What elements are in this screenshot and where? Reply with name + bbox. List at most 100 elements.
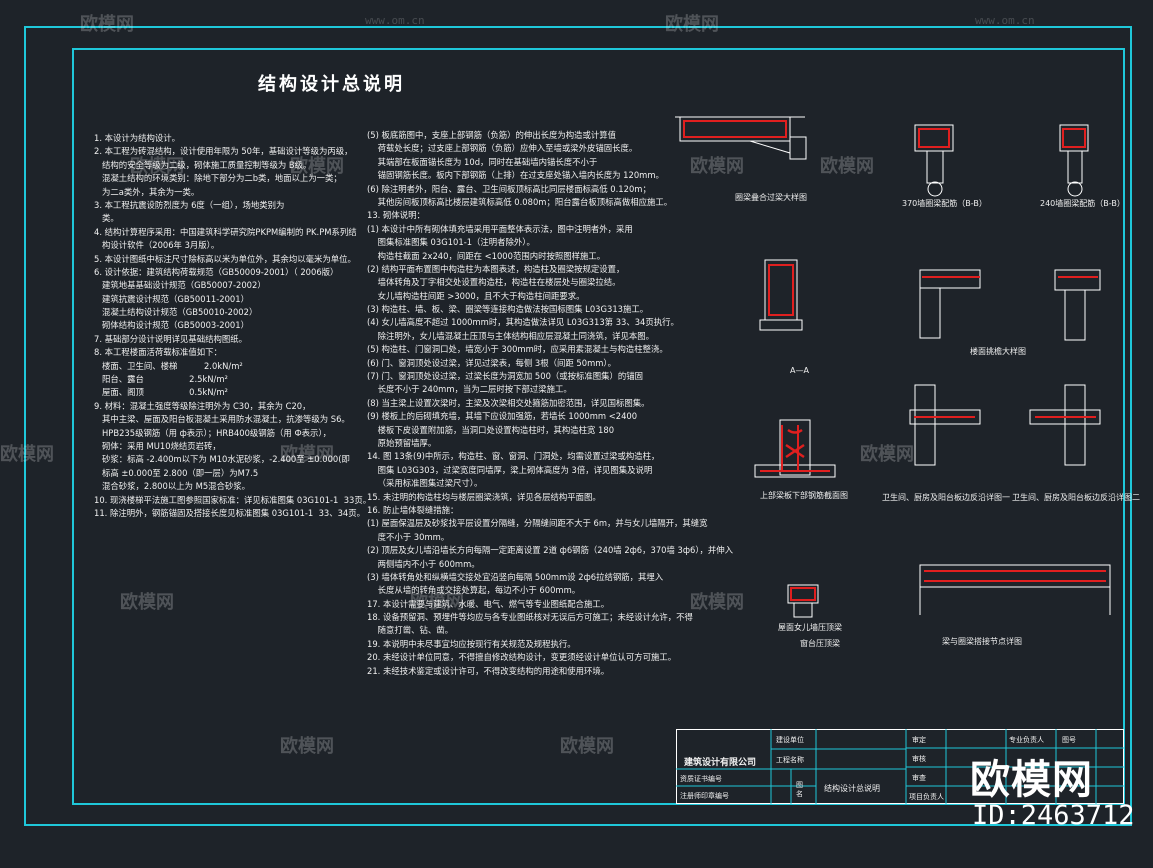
tb-label-client: 建设单位 bbox=[776, 736, 804, 744]
tb-drawing-name: 结构设计总说明 bbox=[824, 784, 880, 793]
detail-label: 屋面女儿墙压顶梁 bbox=[778, 623, 842, 632]
tb-label-license: 资质证书编号 bbox=[680, 775, 722, 783]
note-line: 14. 图 13条(9)中所示，构造柱、窗、窗洞、门洞处，均需设置过梁或构造柱， bbox=[367, 451, 660, 462]
note-line: 砌体结构设计规范（GB50003-2001） bbox=[94, 320, 249, 331]
drawing-inner-frame bbox=[72, 48, 1125, 805]
detail-drawings bbox=[675, 116, 1111, 618]
detail-label: 370墙圈梁配筋（B-B） bbox=[902, 199, 987, 208]
note-line: 8. 本工程楼面活荷载标准值如下： bbox=[94, 347, 222, 358]
watermark-brand: 欧模网 bbox=[860, 444, 914, 465]
note-line: 5. 本设计图纸中标注尺寸除标高以米为单位外，其余均以毫米为单位。 bbox=[94, 253, 356, 264]
note-line: 3. 本工程抗震设防烈度为 6度（一组），场地类别为 bbox=[94, 199, 285, 210]
drawing-outer-frame bbox=[24, 26, 1132, 826]
title-block: 建筑设计有限公司 建设单位 工程名称 资质证书编号 注册师印章编号 图名 结构设… bbox=[676, 729, 1124, 804]
note-line: 11. 除注明外，钢筋锚固及搭接长度见标准图集 03G101-1 33、34页。 bbox=[94, 507, 366, 518]
tb-sign-approve: 审定 bbox=[912, 736, 926, 744]
note-line: 建筑抗震设计规范（GB50011-2001） bbox=[94, 293, 249, 304]
tb-sign-pm: 项目负责人 bbox=[909, 793, 944, 801]
note-line: 女儿墙构造柱间距 >3000，且不大于构造柱间距要求。 bbox=[367, 290, 585, 301]
watermark-url: www.om.cn bbox=[365, 14, 425, 27]
detail-label: A—A bbox=[790, 366, 809, 375]
note-line: 随意打凿、钻、凿。 bbox=[367, 625, 454, 636]
note-line: 建筑地基基础设计规范（GB50007-2002） bbox=[94, 280, 266, 291]
detail-label: 梁与圈梁搭接节点详图 bbox=[942, 637, 1022, 646]
note-line: (1) 本设计中所有砌体填充墙采用平面整体表示法，图中注明者外，采用 bbox=[367, 223, 633, 234]
note-line: (3) 墙体转角处和纵横墙交接处宜沿竖向每隔 500mm设 2ф6拉结钢筋，其埋… bbox=[367, 571, 664, 582]
detail-label: 卫生间、厨房及阳台板边反沿详图一 bbox=[882, 493, 1010, 502]
note-line: 阳台、露台 2.5kN/m² bbox=[94, 374, 228, 385]
note-line: 砂浆：标高 -2.400m以下为 M10水泥砂浆，-2.400至 ±0.000(… bbox=[94, 454, 350, 465]
note-line: (5) 板底筋图中，支座上部钢筋（负筋）的伸出长度为构造或计算值 bbox=[367, 130, 617, 140]
note-line: 17. 本设计需要与建筑、水暖、电气、燃气等专业图纸配合施工。 bbox=[367, 598, 610, 609]
note-line: 除注明外，女儿墙混凝土压顶与主体结构相应层混凝土同浇筑，详见本图。 bbox=[367, 330, 655, 341]
note-line: 混凝土结构的环境类别：除地下部分为二b类，地面以上为一类； bbox=[94, 173, 342, 184]
note-line: (9) 楼板上的后砌填充墙，其墙下应设加强筋，若墙长 1000mm <2400 bbox=[367, 411, 638, 422]
note-line: 为二a类外，其余为一类。 bbox=[94, 186, 200, 197]
note-line: 屋面、阁顶 0.5kN/m² bbox=[94, 387, 228, 398]
note-line: 10. 现浇楼梯平法施工图参照国家标准：详见标准图集 03G101-1 33页。 bbox=[94, 494, 372, 505]
note-line: 13. 砌体说明： bbox=[367, 210, 425, 221]
watermark-brand: 欧模网 bbox=[690, 592, 744, 613]
tb-sign-review: 审查 bbox=[912, 774, 926, 782]
note-line: 楼面、卫生间、楼梯 2.0kN/m² bbox=[94, 360, 243, 371]
note-line: 混凝土结构设计规范（GB50010-2002） bbox=[94, 307, 258, 318]
note-line: (2) 结构平面布置图中构造柱为本图表述，构造柱及圈梁按规定设置， bbox=[367, 263, 625, 274]
note-line: 其他房间板顶标高比楼层建筑标高低 0.080m；阳台露台板顶标高做相应施工。 bbox=[367, 196, 673, 207]
note-line: 其端部在板面锚长度为 10d，同时在基础墙内锚长度不小于 bbox=[367, 156, 598, 167]
watermark-brand: 欧模网 bbox=[0, 444, 54, 465]
note-line: 4. 结构计算程序采用：中国建筑科学研究院PKPM编制的 PK.PM系列结 bbox=[94, 226, 357, 237]
note-line: 构设计软件（2006年 3月版）。 bbox=[94, 240, 220, 251]
note-line: 长度从墙的转角或交接处算起，每边不小于 600mm。 bbox=[367, 585, 581, 596]
note-line: 1. 本设计为结构设计。 bbox=[94, 133, 181, 143]
tb-label-sheet-no: 图号 bbox=[1062, 736, 1076, 744]
note-line: 图集标准图集 03G101-1（注明者除外）。 bbox=[367, 237, 535, 248]
detail-label: 窗台压顶梁 bbox=[800, 639, 840, 648]
note-line: 楼板下皮设置附加筋，当洞口处设置构造柱时，其构造柱宽 180 bbox=[367, 424, 615, 435]
note-line: 度不小于 30mm。 bbox=[367, 531, 450, 542]
note-line: 18. 设备预留洞、预埋件等均应与各专业图纸核对无误后方可施工；未经设计允许，不… bbox=[367, 612, 693, 623]
company-name: 建筑设计有限公司 bbox=[684, 758, 757, 768]
brand-watermark-logo: 欧模网 bbox=[970, 757, 1093, 803]
note-line: 其中主梁、屋面及阳台板混凝土采用防水混凝土，抗渗等级为 S6。 bbox=[94, 414, 350, 425]
watermark-brand: 欧模网 bbox=[280, 444, 334, 465]
detail-label: 圈梁叠合过梁大样图 bbox=[735, 193, 807, 202]
note-line: 结构的安全等级为二级，砌体施工质量控制等级为 B级。 bbox=[94, 159, 312, 170]
detail-label: 上部梁板下部钢筋截面图 bbox=[760, 491, 848, 500]
tb-label-seal: 注册师印章编号 bbox=[680, 792, 729, 800]
tb-sign-check: 审核 bbox=[912, 755, 926, 763]
note-line: 构造柱截面 2x240，间距在 <1000范围内时按照图样施工。 bbox=[367, 250, 606, 261]
note-line: (8) 当主梁上设置次梁时，主梁及次梁相交处箍筋加密范围，详见国标图集。 bbox=[367, 397, 650, 408]
note-line: 16. 防止墙体裂缝措施： bbox=[367, 504, 459, 515]
tb-label-project: 工程名称 bbox=[776, 756, 804, 764]
note-line: HPB235级钢筋（用 ф表示）；HRB400级钢筋（用 Ф表示）， bbox=[94, 427, 331, 438]
note-line: 荷载处长度；过支座上部钢筋（负筋）应伸入至墙或梁外皮锚固长度。 bbox=[367, 143, 638, 154]
notes-column-left: 1. 本设计为结构设计。2. 本工程为砖混结构，设计使用年限为 50年，基础设计… bbox=[94, 132, 372, 520]
watermark-brand: 欧模网 bbox=[820, 156, 874, 177]
note-line: 墙体转角及丁字相交处设置构造柱，构造柱在楼层处与圈梁拉结。 bbox=[367, 277, 621, 288]
watermark-brand: 欧模网 bbox=[410, 592, 464, 613]
note-line: (3) 构造柱、墙、板、梁、圈梁等连接构造做法按国标图集 L03G313施工。 bbox=[367, 304, 649, 315]
tb-label-discipline-lead: 专业负责人 bbox=[1009, 736, 1044, 744]
detail-label: 卫生间、厨房及阳台板边反沿详图二 bbox=[1012, 493, 1140, 502]
detail-label: 240墙圈梁配筋（B-B） bbox=[1040, 199, 1125, 208]
note-line: 砌体：采用 MU10烧结页岩砖， bbox=[94, 440, 221, 451]
note-line: （采用标准图集过梁尺寸）。 bbox=[367, 478, 483, 489]
note-line: 标高 ±0.000至 2.800（即一层）为M7.5 bbox=[94, 467, 259, 478]
note-line: 15. 未注明的构造柱均与楼层圈梁浇筑，详见各层结构平面图。 bbox=[367, 491, 601, 502]
model-id-text: ID:2463712 bbox=[972, 800, 1135, 831]
watermark-brand: 欧模网 bbox=[80, 14, 134, 35]
watermark-brand: 欧模网 bbox=[130, 156, 184, 177]
page-title: 结构设计总说明 bbox=[258, 74, 405, 95]
note-line: 两侧墙内不小于 600mm。 bbox=[367, 558, 480, 569]
note-line: (4) 女儿墙高度不超过 1000mm时，其构造做法详见 L03G313第 33… bbox=[367, 317, 679, 328]
note-line: 6. 设计依据：建筑结构荷载规范（GB50009-2001）（ 2006版） bbox=[94, 266, 339, 277]
tb-label-drawing: 图名 bbox=[796, 781, 803, 798]
note-line: 图集 L03G303，过梁宽度同墙厚，梁上砌体高度为 3倍，详见图集及说明 bbox=[367, 464, 653, 475]
note-line: 21. 未经技术鉴定或设计许可，不得改变结构的用途和使用环境。 bbox=[367, 665, 610, 676]
watermark-url: www.om.cn bbox=[975, 14, 1035, 27]
note-line: 类。 bbox=[94, 213, 119, 224]
note-line: 20. 未经设计单位同意，不得擅自修改结构设计，变更须经设计单位认可方可施工。 bbox=[367, 652, 677, 663]
watermark-brand: 欧模网 bbox=[690, 156, 744, 177]
note-line: 9. 材料：混凝土强度等级除注明外为 C30，其余为 C20， bbox=[94, 400, 311, 411]
note-line: 原始预留墙厚。 bbox=[367, 437, 437, 448]
